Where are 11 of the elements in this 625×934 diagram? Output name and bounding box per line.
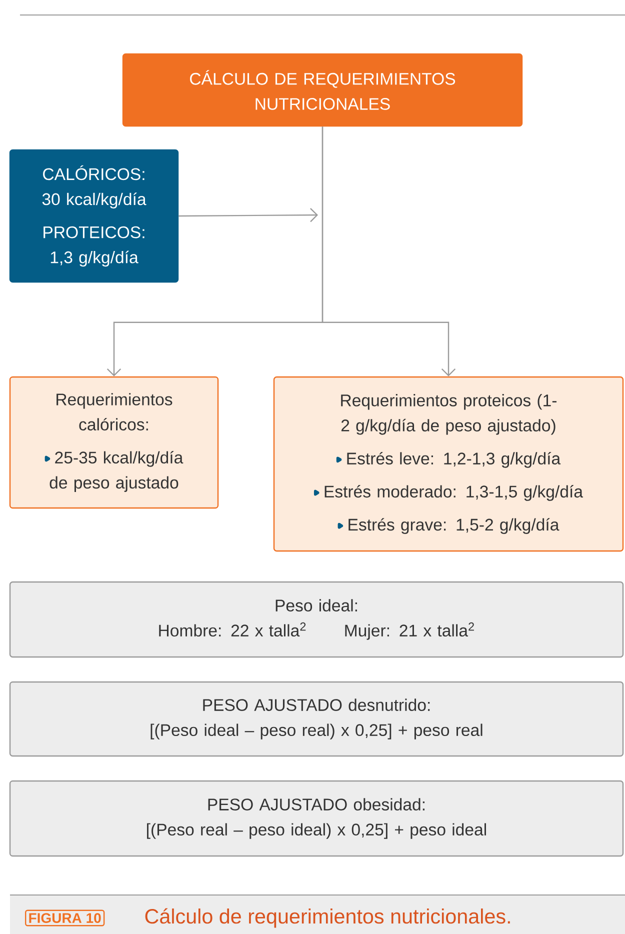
formula-box: PESO AJUSTADO desnutrido: [(Peso ideal – peso real) x 0,25] + peso real — [9, 681, 624, 757]
formula-box: Peso ideal: Hombre: 22 x talla$^{2}$ Mujer: 21 x talla$^{2}$ — [9, 581, 624, 658]
info-box: CALÓRICOS: 30 kcal/kg/día PROTEICOS: 1,3 g/kg/día — [9, 149, 179, 283]
arrow — [178, 208, 318, 222]
requirement-box: Requerimientos calóricos: 25-35 kcal/kg/día de peso ajustado — [9, 376, 219, 509]
arrow — [322, 126, 456, 376]
box-title: CÁLCULO DE REQUERIMIENTOS NUTRICIONALES — [122, 53, 523, 127]
figure-tag: FIGURA 10 — [25, 910, 105, 926]
caption: Cálculo de requerimientos nutricionales. — [145, 908, 510, 928]
requirement-box: Requerimientos proteicos (1-2 g/kg/día de peso ajustado) Estrés leve: 1,2-1,3 g/kg/día Estrés moderado: 1,3-1,5 g/kg/día Estrés grave: 1,5-2 g/kg/día — [273, 376, 624, 552]
formula-box: PESO AJUSTADO obesidad: [(Peso real – peso ideal) x 0,25] + peso ideal — [9, 780, 624, 857]
